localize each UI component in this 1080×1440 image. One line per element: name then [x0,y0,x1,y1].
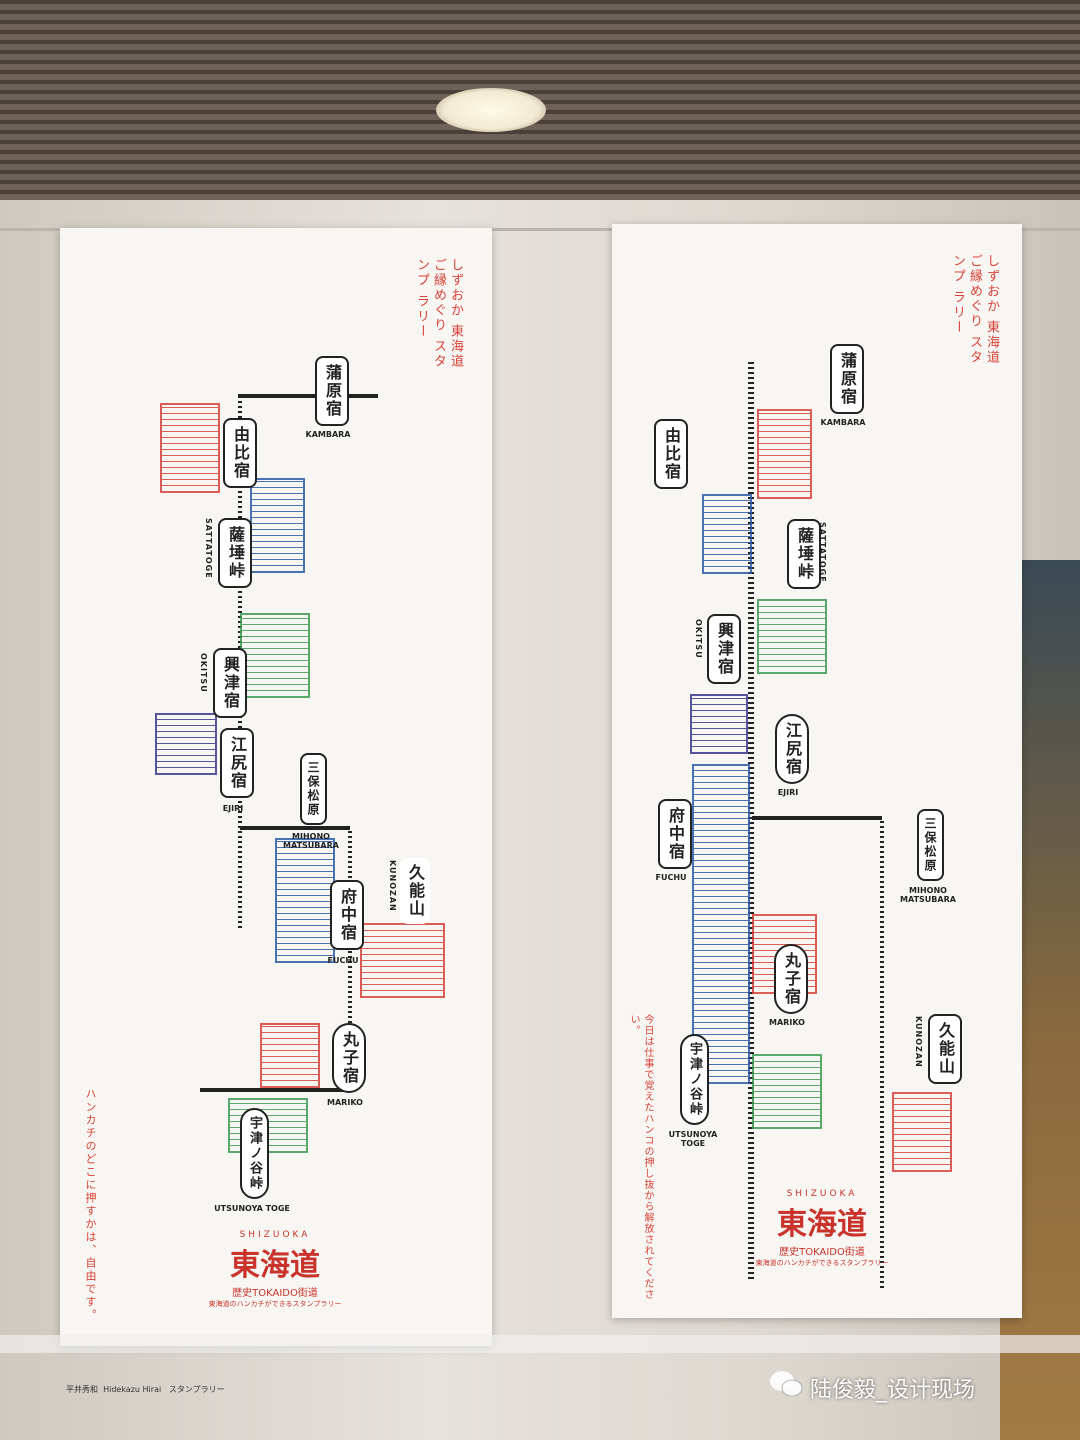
station-miho: 三保松原 [917,809,944,881]
station-kambara: 蒲原宿 [315,356,349,426]
tokaido-logo: SHIZUOKA 東海道 歴史TOKAIDO街道 東海道のハンカチができるスタン… [208,1230,342,1308]
castle-stamp-blue [275,838,335,963]
romaji-satta: SATTATOGE [818,522,827,583]
romaji-kambara: KAMBARA [820,418,866,427]
romaji-kambara: KAMBARA [305,430,351,439]
station-okitsu: 興津宿 [707,614,741,684]
route-line [348,828,352,1088]
temple-stamp-green [757,599,827,674]
romaji-miho: MIHONO MATSUBARA [283,832,339,850]
station-utsunoya: 宇津ノ谷峠 [680,1034,709,1125]
romaji-ejiri: EJIRI [222,804,244,813]
route-line [748,359,754,1279]
mount-fuji-stamp [702,494,752,574]
artwork-caption: 平井秀和 Hidekazu Hirai スタンプラリー [66,1385,225,1394]
romaji-okitsu: OKITSU [199,653,208,693]
route-line [880,818,884,1288]
route-line [238,394,378,398]
station-satta: 薩埵峠 [787,519,821,589]
romaji-okitsu: OKITSU [694,619,703,659]
gate-stamp-navy [155,713,217,775]
tokaido-logo: SHIZUOKA 東海道 歴史TOKAIDO街道 東海道のハンカチができるスタン… [755,1189,889,1267]
route-line [240,826,350,830]
acrylic-shelf [0,1335,1080,1353]
station-mariko: 丸子宿 [332,1023,366,1093]
station-kambara: 蒲原宿 [830,344,864,414]
romaji-utsunoya: UTSUNOYA TOGE [668,1130,718,1148]
station-kunozan: 久能山 [928,1014,962,1084]
poster-title: しずおか 東海道 ご縁めぐり スタンプ ラリー [414,258,463,370]
mount-fuji-stamp [250,478,305,573]
romaji-mariko: MARIKO [327,1098,363,1107]
romaji-ejiri: EJIRI [777,788,799,797]
temple-stamp-green [240,613,310,698]
gate-stamp-navy [690,694,748,754]
romaji-kunozan: KUNOZAN [914,1016,923,1068]
romaji-miho: MIHONO MATSUBARA [900,886,956,904]
castle-stamp-blue [692,764,750,1084]
station-mariko: 丸子宿 [774,944,808,1014]
station-ejiri: 江尻宿 [775,714,809,784]
station-utsunoya: 宇津ノ谷峠 [240,1108,269,1199]
figure-stamp-red [160,403,220,493]
station-fuchu: 府中宿 [330,880,364,950]
station-ejiri: 江尻宿 [220,728,254,798]
hanging-rod [0,228,1080,231]
romaji-mariko: MARIKO [769,1018,805,1027]
side-text: 今日は仕事で覚えたハンコの押し抜から解放されてください。 [628,1014,653,1300]
romaji-fuchu: FUCHU [327,956,359,965]
station-satta: 薩埵峠 [218,518,252,588]
poster-left: しずおか 東海道 ご縁めぐり スタンプ ラリー ハンカチのどこに押すかは、自由で… [60,228,492,1346]
route-line [200,1088,350,1092]
romaji-kunozan: KUNOZAN [388,860,397,912]
romaji-utsunoya: UTSUNOYA TOGE [214,1204,290,1213]
shrine-stamp-red [892,1092,952,1172]
romaji-satta: SATTATOGE [204,518,213,579]
side-text: ハンカチのどこに押すかは、自由です。 [84,1088,97,1322]
tunnel-stamp-green [752,1054,822,1129]
poster-right: しずおか 東海道 ご縁めぐり スタンプ ラリー 今日は仕事で覚えたハンコの押し抜… [612,224,1022,1318]
figure-stamp-red [757,409,812,499]
station-miho: 三保松原 [300,753,327,825]
station-okitsu: 興津宿 [213,648,247,718]
shrine-stamp-red [360,923,445,998]
station-yui: 由比宿 [654,419,688,489]
wechat-icon [770,1371,803,1397]
route-line [752,816,882,820]
station-kunozan: 久能山 [400,858,430,924]
house-stamp-red [260,1023,320,1088]
station-yui: 由比宿 [223,418,257,488]
poster-title: しずおか 東海道 ご縁めぐり スタンプ ラリー [950,254,999,366]
ceiling-lamp [436,88,546,132]
romaji-fuchu: FUCHU [655,873,687,882]
watermark: 陆俊毅_设计现场 [810,1378,976,1403]
station-fuchu: 府中宿 [658,799,692,869]
